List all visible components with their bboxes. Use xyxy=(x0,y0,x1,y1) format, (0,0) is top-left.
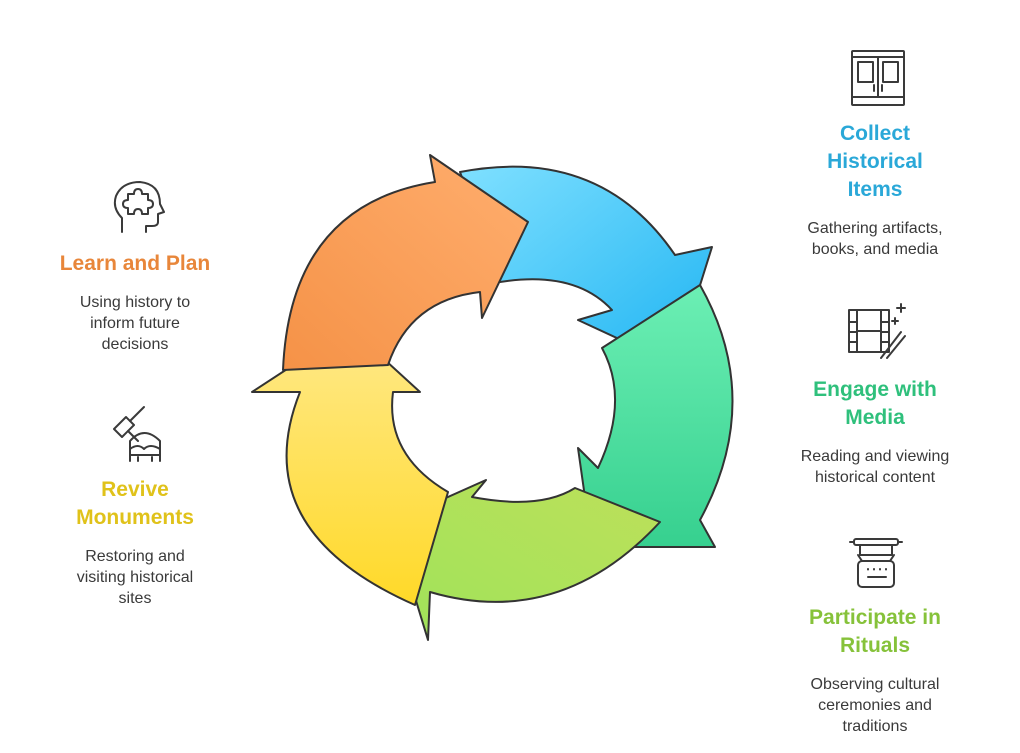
film-wand-icon xyxy=(845,302,911,364)
arrow-revive xyxy=(251,327,449,606)
step-participate: Participate in Rituals Observing cultura… xyxy=(760,604,990,737)
step-description: Using history to inform future decisions xyxy=(79,294,191,353)
step-title: Learn and Plan xyxy=(59,252,211,275)
step-learn: Learn and Plan Using history to inform f… xyxy=(30,250,240,355)
step-description: Restoring and visiting historical sites xyxy=(76,548,194,607)
cabinet-icon xyxy=(848,47,908,109)
head-puzzle-icon xyxy=(110,178,168,236)
typewriter-icon xyxy=(848,535,904,591)
step-engage: Engage with Media Reading and viewing hi… xyxy=(760,376,990,488)
step-revive: Revive Monuments Restoring and visiting … xyxy=(30,476,240,609)
arrow-engage xyxy=(577,284,734,548)
step-title: Revive Monuments xyxy=(76,478,194,529)
step-description: Observing cultural ceremonies and tradit… xyxy=(810,676,940,735)
step-title: Collect Historical Items xyxy=(827,122,923,201)
step-collect: Collect Historical Items Gathering artif… xyxy=(770,120,980,260)
arrow-learn xyxy=(282,154,529,371)
arrow-collect xyxy=(459,165,713,366)
hammer-mask-icon xyxy=(108,405,168,465)
step-description: Gathering artifacts, books, and media xyxy=(807,220,943,258)
step-description: Reading and viewing historical content xyxy=(800,448,950,486)
step-title: Engage with Media xyxy=(813,378,937,429)
arrow-participate xyxy=(391,479,661,641)
step-title: Participate in Rituals xyxy=(809,606,941,657)
